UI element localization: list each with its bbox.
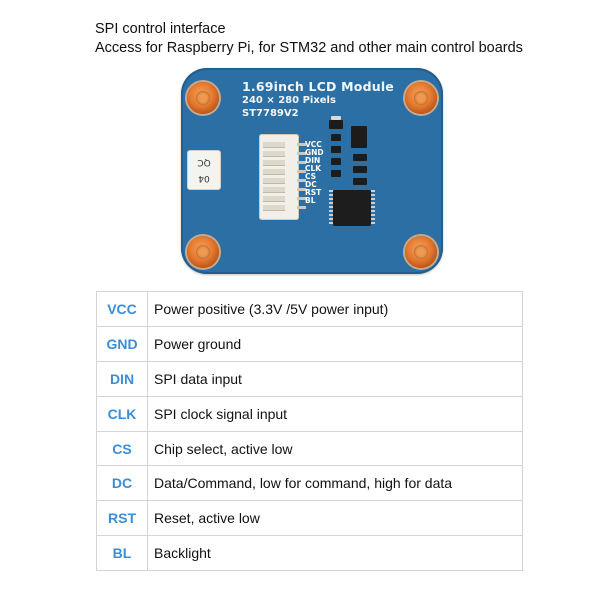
mounting-hole-bottom-left — [187, 236, 219, 268]
smd-component — [353, 178, 367, 185]
smd-component — [331, 170, 341, 177]
pin-name: VCC — [96, 291, 148, 327]
board-pin-label: CS — [305, 172, 317, 181]
qc-sticker: 04 QC — [187, 150, 221, 190]
table-row: VCC Power positive (3.3V /5V power input… — [96, 291, 523, 327]
table-row: DC Data/Command, low for command, high f… — [96, 465, 523, 502]
regulator-chip — [351, 126, 367, 148]
board-pin-label: CLK — [305, 164, 322, 173]
chip-pins-right — [371, 190, 375, 226]
smd-component — [353, 154, 367, 161]
pin-name: RST — [96, 500, 148, 537]
board-pin-label: GND — [305, 148, 324, 157]
header: SPI control interface Access for Raspber… — [95, 20, 523, 58]
smd-component — [353, 166, 367, 173]
smd-component — [331, 134, 341, 141]
board-pin-label: BL — [305, 196, 316, 205]
qc-sticker-number: 04 — [198, 173, 210, 183]
board-pin-labels: VCC GND DIN CLK CS DC RST BL — [305, 141, 324, 205]
mounting-hole-bottom-right — [405, 236, 437, 268]
pin-description: Power positive (3.3V /5V power input) — [147, 291, 523, 327]
table-row: DIN SPI data input — [96, 360, 523, 397]
smd-component — [331, 146, 341, 153]
level-shifter-chip — [333, 190, 371, 226]
pin-name: DIN — [96, 360, 148, 397]
pin-description: Reset, active low — [147, 500, 523, 537]
table-row: RST Reset, active low — [96, 500, 523, 537]
table-row: BL Backlight — [96, 535, 523, 572]
pin-description: Power ground — [147, 325, 523, 362]
table-row: CLK SPI clock signal input — [96, 395, 523, 432]
table-row: CS Chip select, active low — [96, 430, 523, 467]
pin-description: Backlight — [147, 535, 523, 572]
pin-description: SPI data input — [147, 360, 523, 397]
smd-component — [331, 158, 341, 165]
pin-name: CLK — [96, 395, 148, 432]
pin-description: Chip select, active low — [147, 430, 523, 467]
smd-component — [329, 120, 343, 129]
header-subtitle: Access for Raspberry Pi, for STM32 and o… — [95, 40, 523, 56]
qc-sticker-label: QC — [197, 157, 211, 167]
board-driver: ST7789V2 — [242, 108, 299, 119]
pin-name: GND — [96, 325, 148, 362]
header-title: SPI control interface — [95, 21, 226, 37]
pin-description: SPI clock signal input — [147, 395, 523, 432]
pin-name: CS — [96, 430, 148, 467]
chip-pins-left — [329, 190, 333, 226]
pin-header-connector — [259, 134, 306, 220]
board-pin-label: RST — [305, 188, 322, 197]
board-pin-label: VCC — [305, 140, 322, 149]
board-pin-label: DIN — [305, 156, 321, 165]
mounting-hole-top-right — [405, 82, 437, 114]
table-row: GND Power ground — [96, 325, 523, 362]
pin-name: DC — [96, 465, 148, 502]
pin-definition-table: VCC Power positive (3.3V /5V power input… — [96, 291, 523, 572]
board-pin-label: DC — [305, 180, 317, 189]
smd-component — [331, 116, 341, 120]
pin-name: BL — [96, 535, 148, 572]
board-resolution: 240 × 280 Pixels — [242, 95, 336, 106]
mounting-hole-top-left — [187, 82, 219, 114]
lcd-module-board: 1.69inch LCD Module 240 × 280 Pixels ST7… — [181, 68, 443, 274]
pin-description: Data/Command, low for command, high for … — [147, 465, 523, 502]
board-title: 1.69inch LCD Module — [242, 79, 394, 94]
